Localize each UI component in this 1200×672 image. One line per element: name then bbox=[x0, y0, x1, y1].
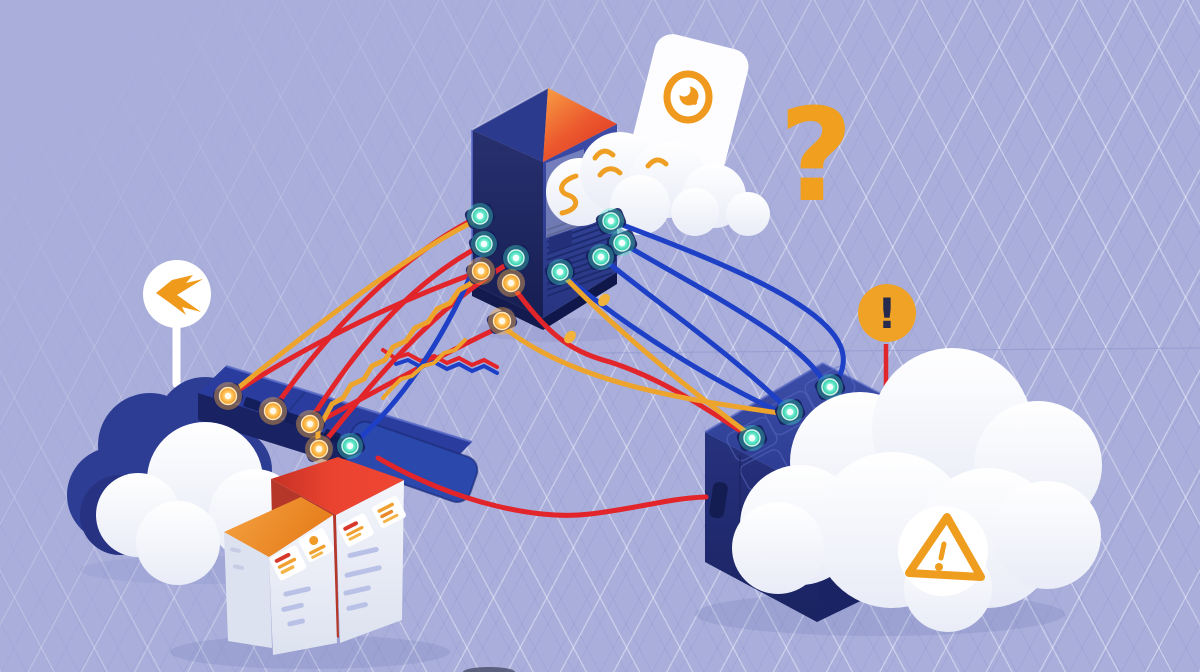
cloud-squiggles bbox=[559, 148, 669, 216]
location-pin bbox=[143, 260, 211, 388]
server-top-navy bbox=[472, 88, 548, 162]
alert-pin-circle bbox=[858, 284, 916, 342]
text-lines bbox=[281, 586, 311, 627]
warning-badge bbox=[898, 506, 988, 596]
document-box-orange bbox=[224, 497, 337, 655]
yellow-cables bbox=[225, 215, 789, 452]
broken-arrow-icon bbox=[156, 275, 203, 315]
horizon-line bbox=[597, 347, 1200, 354]
server-top-orange bbox=[543, 88, 617, 162]
location-pin-stick bbox=[172, 322, 181, 388]
thinking-cloud bbox=[546, 132, 770, 236]
exclamation-icon: ! bbox=[877, 289, 896, 338]
text-lines bbox=[343, 546, 382, 611]
warning-triangle-icon bbox=[905, 513, 985, 581]
document-boxes bbox=[224, 457, 406, 655]
bottom-shadow bbox=[463, 667, 515, 672]
question-mark-icon: ? bbox=[779, 82, 853, 231]
cube-side-port bbox=[709, 481, 728, 519]
red-cables bbox=[225, 213, 751, 518]
server-panel bbox=[549, 230, 572, 252]
clock-swirl-icon bbox=[663, 70, 713, 124]
cables bbox=[225, 213, 846, 518]
right-white-cloud bbox=[732, 348, 1102, 632]
cable-connectors bbox=[564, 293, 610, 344]
alert-pin: ! bbox=[858, 284, 916, 390]
